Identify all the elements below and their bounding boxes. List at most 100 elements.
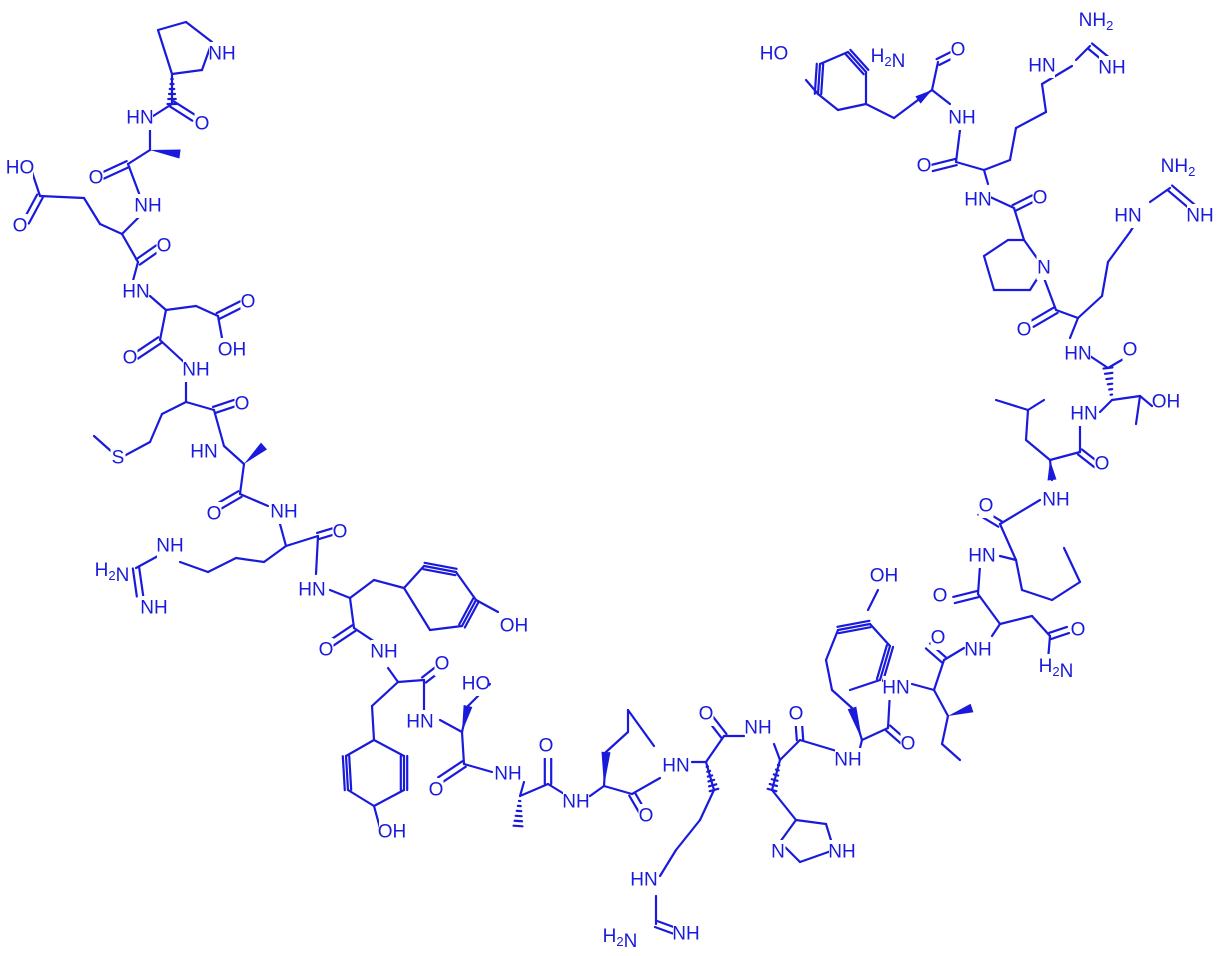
double-bond	[131, 567, 138, 598]
hash-bond	[512, 824, 524, 828]
atom-label-n: N	[1037, 258, 1051, 279]
label-knockout	[1071, 402, 1097, 426]
atom-label-oh: OH	[1152, 392, 1181, 413]
atom-label-nh: NH	[182, 360, 209, 381]
phenyl-ring	[868, 622, 892, 648]
bond	[930, 88, 952, 106]
bond	[92, 434, 114, 454]
hash-bond	[768, 782, 779, 788]
atom-label-h2n: H2N	[1039, 656, 1074, 682]
wedge-bond	[948, 703, 974, 716]
label-knockout	[12, 214, 28, 238]
bond	[372, 578, 406, 590]
bond	[932, 658, 946, 692]
atom-label-o: O	[1033, 188, 1048, 209]
label-knockout	[1159, 154, 1197, 178]
bond	[1048, 450, 1082, 462]
label-knockout	[950, 38, 966, 62]
label-knockout	[745, 716, 771, 740]
atom-label-ho: HO	[462, 674, 491, 695]
bond	[518, 780, 526, 798]
bond	[194, 304, 220, 318]
label-knockout	[883, 676, 909, 700]
double-bond	[884, 729, 903, 746]
double-bond	[1049, 631, 1071, 641]
bond	[120, 232, 140, 264]
label-knockout	[7, 156, 33, 180]
label-knockout	[932, 584, 948, 608]
atom-label-oh: OH	[218, 340, 247, 361]
bond	[234, 556, 266, 564]
label-knockout	[1077, 8, 1115, 32]
label-knockout	[900, 732, 916, 756]
atom-label-hn: HN	[190, 442, 217, 463]
atom-label-oh: OH	[378, 822, 407, 843]
label-knockout	[122, 346, 138, 370]
atom-label-o: O	[539, 736, 554, 757]
bond	[262, 544, 288, 564]
double-bond	[437, 760, 464, 779]
bond	[474, 598, 500, 614]
atom-label-o: O	[319, 640, 334, 661]
atom-label-o: O	[207, 504, 222, 525]
bond	[982, 158, 1012, 172]
bond	[626, 708, 656, 748]
atom-label-nh2: NH2	[1161, 156, 1196, 179]
label-knockout	[978, 494, 994, 518]
bond	[1008, 126, 1018, 162]
double-bond	[953, 596, 980, 605]
atom-label-nh: NH	[828, 842, 855, 863]
label-knockout	[371, 640, 397, 664]
atom-label-s: S	[112, 448, 125, 469]
atom-label-o: O	[89, 168, 104, 189]
hash-bond	[708, 787, 720, 793]
double-bond	[1011, 194, 1034, 207]
bond	[518, 782, 550, 798]
atom-label-nh: NH	[1098, 58, 1125, 79]
bond	[98, 222, 124, 236]
atom-label-o: O	[435, 654, 450, 675]
label-knockout	[1037, 654, 1075, 678]
wedge-bond	[244, 442, 268, 464]
double-bond	[422, 568, 457, 577]
atom-label-o: O	[901, 734, 916, 755]
double-bond	[836, 619, 871, 628]
pro-nh: NH	[208, 44, 235, 65]
phenyl-ring	[848, 678, 882, 692]
bond	[206, 556, 238, 574]
bond	[370, 704, 376, 742]
label-knockout	[663, 754, 689, 778]
label-knockout	[1122, 338, 1138, 362]
wedge-bond	[150, 149, 181, 159]
pro-ring	[170, 68, 204, 76]
atom-label-hn: HN	[298, 580, 325, 601]
phenyl-ring	[372, 738, 406, 758]
atom-label-o: O	[333, 522, 348, 543]
wedge-bond	[601, 751, 611, 786]
label-knockout	[1065, 342, 1091, 366]
phenyl-ring	[402, 564, 426, 590]
label-knockout	[194, 112, 210, 136]
atom-label-hn: HN	[882, 678, 909, 699]
atom-label-nh: NH	[744, 718, 771, 739]
atom-label-oh: OH	[870, 566, 899, 587]
phenyl-ring	[344, 738, 376, 758]
atom-label-nh: NH	[270, 502, 297, 523]
phenyl-ring	[372, 788, 406, 808]
phenyl-ring	[422, 564, 458, 574]
label-knockout	[638, 804, 654, 828]
phenyl-ring	[816, 92, 840, 112]
bond	[1100, 260, 1110, 298]
double-bond	[138, 566, 145, 597]
label-knockout	[1115, 204, 1141, 228]
atom-label-h2n: H2N	[871, 46, 906, 72]
atom-label-hn: HN	[630, 870, 657, 891]
bond	[860, 726, 890, 742]
bond	[1054, 308, 1080, 320]
atom-label-hn: HN	[1028, 56, 1055, 77]
double-bond	[820, 63, 825, 96]
hash-bond	[770, 778, 779, 782]
bond	[804, 78, 820, 96]
hash-bond	[707, 783, 718, 788]
bond	[1042, 276, 1058, 312]
